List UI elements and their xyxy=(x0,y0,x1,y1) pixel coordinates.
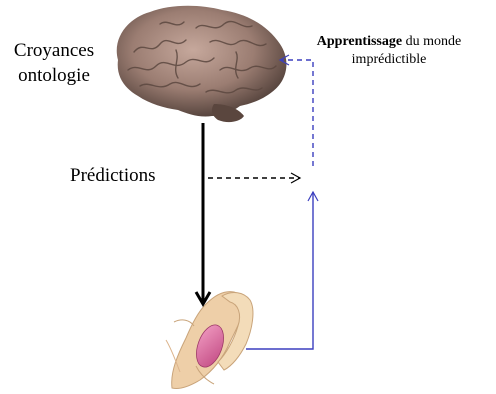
learning-line2: imprédictible xyxy=(282,51,496,69)
learning-arrow-dashed xyxy=(280,60,313,166)
learning-line1: Apprentissage du monde xyxy=(282,33,496,51)
beliefs-line1: Croyances xyxy=(6,38,102,63)
predictions-label: Prédictions xyxy=(70,164,156,188)
learning-bold: Apprentissage xyxy=(317,34,402,49)
arm-muscle-icon xyxy=(166,292,253,389)
brain-icon xyxy=(117,6,287,122)
learning-rest: du monde xyxy=(402,34,461,49)
beliefs-line2: ontologie xyxy=(6,63,102,88)
beliefs-label: Croyances ontologie xyxy=(6,38,102,88)
learning-label: Apprentissage du monde imprédictible xyxy=(282,33,496,69)
feedback-arrow-solid xyxy=(246,192,313,349)
